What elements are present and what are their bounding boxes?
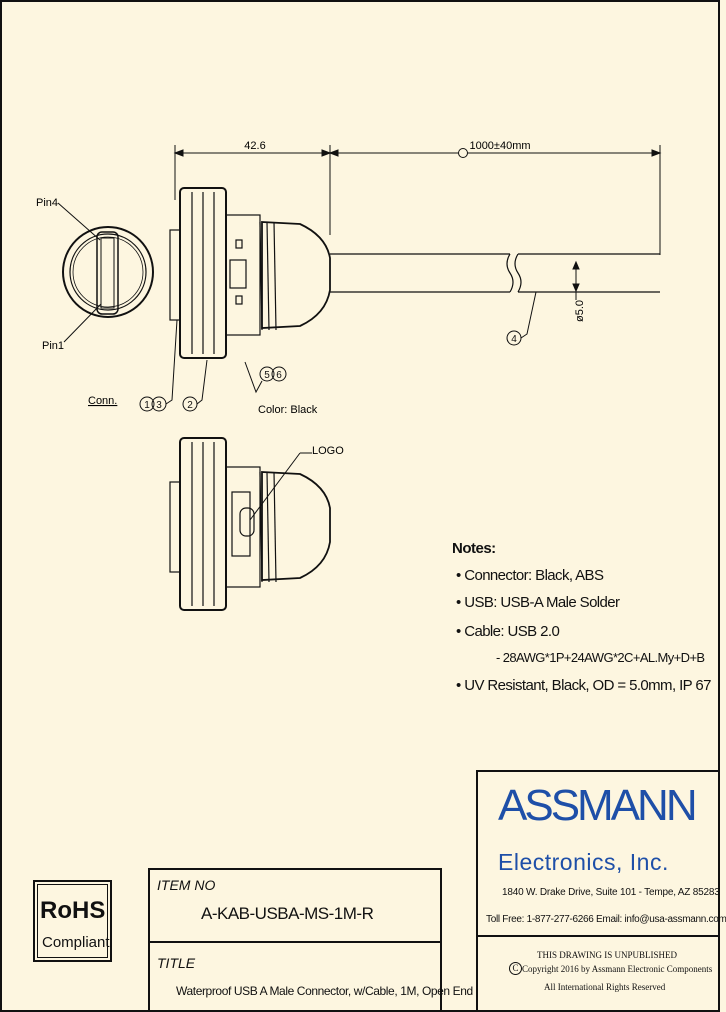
note-uv: • UV Resistant, Black, OD = 5.0mm, IP 67 bbox=[456, 677, 711, 694]
connector-logo-view bbox=[169, 437, 331, 611]
note-connector: • Connector: Black, ABS bbox=[456, 567, 604, 584]
logo-label: LOGO bbox=[312, 445, 344, 457]
balloon-4: 4 bbox=[511, 334, 517, 345]
item-title-block bbox=[148, 868, 442, 1012]
company-logo-name: ASSMANN bbox=[498, 781, 698, 830]
note-usb: • USB: USB-A Male Solder bbox=[456, 594, 620, 611]
balloon-2: 2 bbox=[187, 400, 193, 411]
balloon-5: 5 bbox=[264, 370, 270, 381]
connector-side-view bbox=[169, 187, 660, 359]
balloon-3: 3 bbox=[156, 400, 162, 411]
rohs-badge bbox=[33, 880, 112, 962]
company-contact: Toll Free: 1-877-277-6266 Email: info@us… bbox=[486, 914, 726, 925]
company-divider bbox=[476, 935, 720, 937]
color-label: Color: Black bbox=[258, 404, 318, 416]
rights-text: All International Rights Reserved bbox=[544, 982, 666, 992]
rohs-text: RoHS bbox=[40, 897, 106, 924]
notes-title: Notes: bbox=[452, 540, 496, 557]
conn-label: Conn. bbox=[88, 395, 117, 407]
dim-cable-text: 1000±40mm bbox=[469, 140, 530, 152]
dim-length-text: 42.6 bbox=[244, 140, 265, 152]
copyright-text: Copyright 2016 by Assmann Electronic Com… bbox=[522, 964, 713, 974]
balloons bbox=[139, 291, 537, 412]
unpublished-notice: THIS DRAWING IS UNPUBLISHED bbox=[537, 950, 678, 960]
rohs-inner-frame bbox=[37, 884, 108, 958]
rohs-compliant-text: Compliant bbox=[42, 934, 110, 951]
balloon-6: 6 bbox=[276, 370, 282, 381]
company-address: 1840 W. Drake Drive, Suite 101 - Tempe, … bbox=[502, 887, 720, 898]
title-value: Waterproof USB A Male Connector, w/Cable… bbox=[176, 984, 473, 998]
dimension-lines bbox=[173, 145, 662, 300]
dim-diameter-text: ø5.0 bbox=[574, 300, 586, 322]
note-cable: • Cable: USB 2.0 bbox=[456, 623, 560, 640]
title-divider bbox=[148, 941, 442, 943]
copyright-symbol: C bbox=[509, 962, 522, 975]
balloon-1: 1 bbox=[144, 400, 150, 411]
connector-end-view bbox=[57, 202, 154, 343]
pin4-label: Pin4 bbox=[36, 197, 58, 209]
title-label: TITLE bbox=[157, 955, 196, 971]
company-block bbox=[476, 770, 720, 1012]
item-no-label: ITEM NO bbox=[157, 877, 216, 893]
company-logo-subtitle: Electronics, Inc. bbox=[498, 849, 669, 875]
item-no-value: A-KAB-USBA-MS-1M-R bbox=[201, 904, 374, 923]
pin1-label: Pin1 bbox=[42, 340, 64, 352]
note-cable-spec: - 28AWG*1P+24AWG*2C+AL.My+D+B bbox=[496, 650, 705, 665]
